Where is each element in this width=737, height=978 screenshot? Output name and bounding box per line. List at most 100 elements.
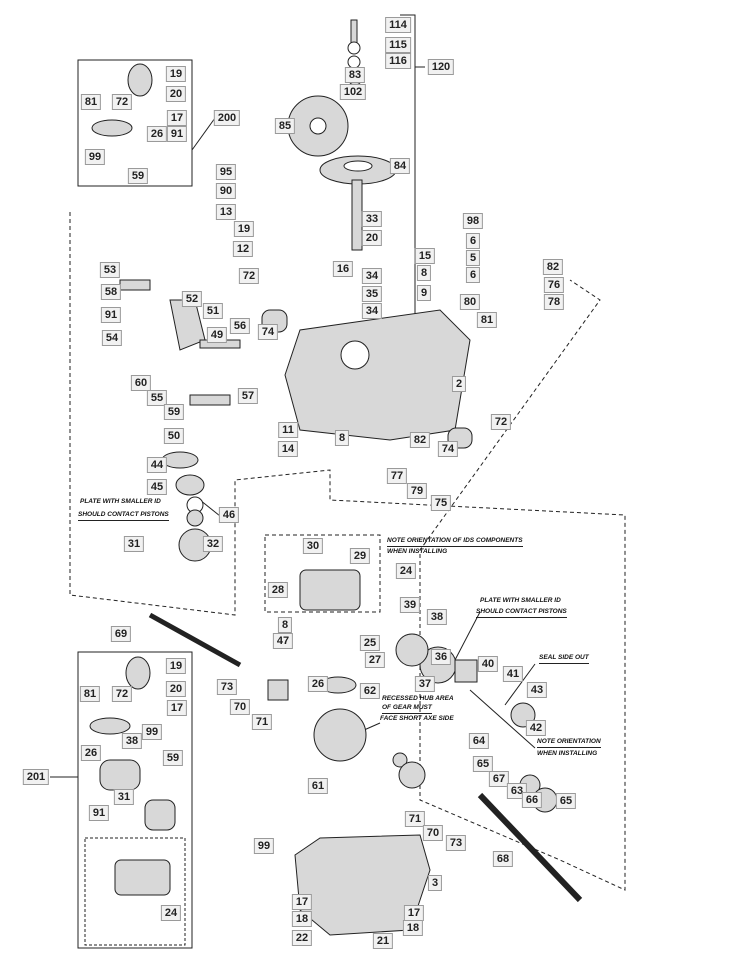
part-callout: 62 — [359, 683, 381, 699]
part-callout: 35 — [361, 286, 383, 302]
part-callout: 61 — [307, 778, 329, 794]
part-callout: 21 — [372, 933, 394, 949]
part-callout: 57 — [237, 388, 259, 404]
part-callout: 85 — [274, 118, 296, 134]
note-hub-2: OF GEAR MUST — [382, 703, 432, 714]
note-text: WHEN INSTALLING — [537, 750, 598, 757]
part-callout: 99 — [84, 149, 106, 165]
part-callout: 37 — [414, 676, 436, 692]
part-callout: 43 — [526, 682, 548, 698]
part-callout: 6 — [465, 233, 481, 249]
part-callout: 95 — [215, 164, 237, 180]
part-callout: 12 — [232, 241, 254, 257]
part-callout: 16 — [332, 261, 354, 277]
part-callout: 102 — [339, 84, 367, 100]
part-callout: 17 — [166, 110, 188, 126]
note-text: NOTE ORIENTATION — [537, 738, 601, 745]
part-callout: 36 — [430, 649, 452, 665]
part-callout: 74 — [257, 324, 279, 340]
dashed-outline — [69, 212, 626, 891]
part-callout: 40 — [477, 656, 499, 672]
kit-200-box — [77, 59, 193, 187]
part-callout: 78 — [543, 294, 565, 310]
part-callout: 28 — [267, 582, 289, 598]
part-callout: 18 — [291, 911, 313, 927]
part-callout: 25 — [359, 635, 381, 651]
part-callout: 47 — [272, 633, 294, 649]
part-callout: 49 — [206, 327, 228, 343]
part-callout: 82 — [409, 432, 431, 448]
kit-201-box — [77, 651, 193, 949]
part-callout: 46 — [218, 507, 240, 523]
part-callout: 11 — [278, 422, 298, 438]
part-callout: 81 — [79, 686, 101, 702]
part-callout: 53 — [99, 262, 121, 278]
part-callout: 14 — [277, 441, 299, 457]
part-callout: 13 — [215, 204, 237, 220]
part-callout: 15 — [414, 248, 436, 264]
note-text: RECESSED HUB AREA — [382, 695, 454, 702]
note-hub: RECESSED HUB AREA — [382, 694, 454, 704]
part-callout: 6 — [465, 267, 481, 283]
part-callout: 17 — [166, 700, 188, 716]
part-callout: 42 — [525, 720, 547, 736]
part-callout: 72 — [111, 686, 133, 702]
part-callout: 52 — [181, 291, 203, 307]
part-callout: 17 — [403, 905, 425, 921]
note-text: OF GEAR MUST — [382, 704, 432, 711]
part-callout: 27 — [364, 652, 386, 668]
part-callout: 26 — [80, 745, 102, 761]
part-callout: 91 — [100, 307, 122, 323]
part-callout: 71 — [251, 714, 273, 730]
note-plate-right: PLATE WITH SMALLER ID — [480, 596, 561, 606]
note-text: PLATE WITH SMALLER ID — [480, 597, 561, 604]
part-callout: 72 — [111, 94, 133, 110]
part-callout: 22 — [291, 930, 313, 946]
note-plate-left: PLATE WITH SMALLER ID — [80, 497, 161, 507]
part-callout: 29 — [349, 548, 371, 564]
part-callout: 75 — [430, 495, 452, 511]
part-callout: 72 — [490, 414, 512, 430]
part-callout: 55 — [146, 390, 168, 406]
part-callout: 41 — [502, 666, 524, 682]
note-text: SEAL SIDE OUT — [539, 654, 589, 661]
part-callout: 91 — [88, 805, 110, 821]
note-text: PLATE WITH SMALLER ID — [80, 498, 161, 505]
note-orientation-2: WHEN INSTALLING — [537, 749, 597, 759]
note-text: WHEN INSTALLING — [387, 548, 448, 555]
part-callout: 72 — [238, 268, 260, 284]
part-callout: 65 — [555, 793, 577, 809]
part-callout: 24 — [395, 563, 417, 579]
part-callout: 18 — [402, 920, 424, 936]
part-callout: 33 — [361, 211, 383, 227]
part-callout: 99 — [141, 724, 163, 740]
note-plate-left-2: SHOULD CONTACT PISTONS — [78, 510, 169, 521]
part-callout: 54 — [101, 330, 123, 346]
part-callout: 2 — [451, 376, 467, 392]
upper-housing — [284, 309, 471, 441]
part-callout: 8 — [277, 617, 293, 633]
part-callout: 31 — [123, 536, 145, 552]
part-callout: 80 — [459, 294, 481, 310]
part-callout: 5 — [465, 250, 481, 266]
part-callout: 34 — [361, 268, 383, 284]
part-callout: 200 — [213, 110, 241, 126]
part-callout: 38 — [426, 609, 448, 625]
part-callout: 65 — [472, 756, 494, 772]
part-callout: 50 — [163, 428, 185, 444]
part-callout: 34 — [361, 303, 383, 319]
gear — [313, 708, 367, 762]
part-callout: 66 — [521, 792, 543, 808]
part-callout: 73 — [445, 835, 467, 851]
part-callout: 74 — [437, 441, 459, 457]
part-callout: 45 — [146, 479, 168, 495]
part-callout: 8 — [334, 430, 350, 446]
note-hub-3: FACE SHORT AXE SIDE — [380, 714, 454, 724]
part-callout: 19 — [233, 221, 255, 237]
part-callout: 115 — [385, 37, 411, 53]
part-callout: 38 — [121, 733, 143, 749]
part-callout: 77 — [386, 468, 408, 484]
part-callout: 20 — [165, 681, 187, 697]
note-ids-2: WHEN INSTALLING — [387, 547, 447, 557]
part-callout: 99 — [253, 838, 275, 854]
